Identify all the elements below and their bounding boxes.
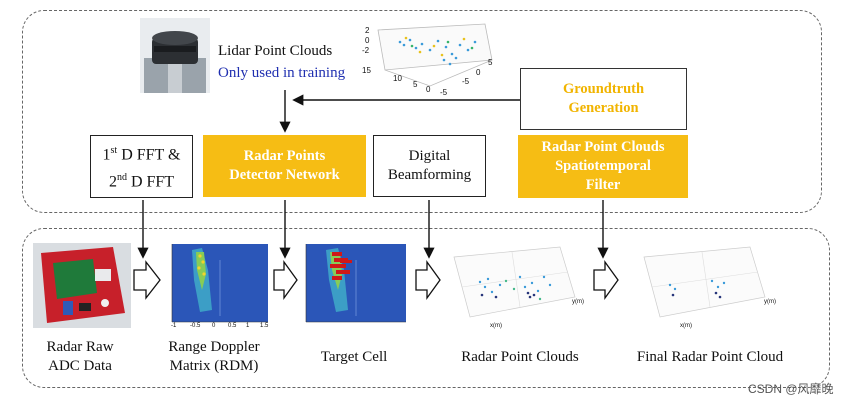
final-axis-label-y: y(m)	[764, 299, 776, 305]
stage-arrow-3	[415, 259, 441, 301]
rdm-xtick: 1.5	[260, 323, 269, 329]
cloud-axis-label-x: x(m)	[490, 323, 502, 329]
final-point-cloud-plot: y(m) x(m)	[630, 237, 780, 337]
training-only-note: Only used in training	[218, 65, 346, 81]
lidar-tick: 5	[488, 58, 493, 67]
radar-board-photo	[33, 243, 131, 328]
stage-label-radar-point-clouds: Radar Point Clouds	[461, 349, 579, 365]
lidar-plot-graphic	[377, 23, 493, 87]
lidar-tick: -5	[440, 88, 448, 97]
lidar-sensor-graphic	[140, 18, 210, 93]
lidar-point-clouds-label: Lidar Point Clouds	[218, 43, 333, 59]
lidar-tick: 0	[426, 85, 431, 94]
lidar-tick: 0	[365, 36, 370, 45]
radar-board-graphic	[33, 243, 131, 328]
rdm-xtick: 0.5	[228, 323, 237, 329]
beamforming-line-2: Beamforming	[387, 167, 472, 183]
bottom-group-container	[22, 228, 830, 388]
beamforming-box: Digital Beamforming	[373, 135, 486, 197]
fft-box: 1st D FFT & 2nd D FFT	[90, 135, 193, 198]
fft-line-1: 1st D FFT &	[102, 145, 181, 164]
rdm-xtick: 0	[212, 323, 216, 329]
groundtruth-line-1: Groundtruth	[562, 81, 645, 97]
target-cell-graphic	[305, 244, 406, 323]
final-cloud-graphic	[643, 246, 766, 318]
lidar-point-cloud-plot: 2 0 -2 15 10 5 0 -5 5 0 -5	[360, 20, 500, 98]
spatiotemporal-filter-box: Radar Point Clouds Spatiotemporal Filter	[518, 135, 688, 198]
lidar-tick: 10	[393, 74, 402, 83]
cloud-axis-label-y: y(m)	[572, 299, 584, 305]
groundtruth-line-2: Generation	[568, 100, 639, 116]
radar-cloud-graphic	[453, 246, 576, 318]
final-axis-label-x: x(m)	[680, 323, 692, 329]
radar-point-cloud-plot: y(m) x(m)	[440, 237, 588, 337]
lidar-tick: 2	[365, 26, 370, 35]
stage-arrow-4	[593, 259, 619, 301]
stage-label-final-point-cloud: Final Radar Point Cloud	[636, 349, 784, 365]
rdm-xtick: -1	[171, 323, 177, 329]
stage-label-target-cell: Target Cell	[320, 349, 388, 365]
lidar-tick: 0	[476, 68, 481, 77]
target-cell-image	[296, 240, 411, 335]
groundtruth-generation-box: Groundtruth Generation	[520, 68, 687, 130]
filter-line-1: Radar Point Clouds	[541, 139, 665, 155]
filter-line-2: Spatiotemporal	[555, 158, 651, 174]
detector-network-box: Radar Points Detector Network	[203, 135, 366, 197]
lidar-tick: 5	[413, 80, 418, 89]
top-group-container	[22, 10, 822, 213]
fft-line-2: 2nd D FFT	[108, 171, 175, 190]
beamforming-line-1: Digital	[408, 148, 451, 164]
rdm-xtick: -0.5	[190, 323, 201, 329]
watermark-text: CSDN @风靡晚	[748, 382, 834, 396]
detector-line-2: Detector Network	[229, 167, 340, 183]
rdm-graphic	[171, 244, 268, 323]
lidar-tick: -5	[462, 77, 470, 86]
stage-arrow-1	[133, 260, 161, 300]
stage-arrow-2	[273, 259, 298, 301]
range-doppler-matrix-image: -1 -0.5 0 0.5 1 1.5	[162, 240, 272, 335]
lidar-tick: -2	[362, 46, 370, 55]
rdm-xtick: 1	[246, 323, 250, 329]
lidar-sensor-photo	[140, 18, 210, 93]
lidar-tick: 15	[362, 66, 371, 75]
filter-line-3: Filter	[585, 177, 621, 193]
detector-line-1: Radar Points	[243, 148, 326, 164]
